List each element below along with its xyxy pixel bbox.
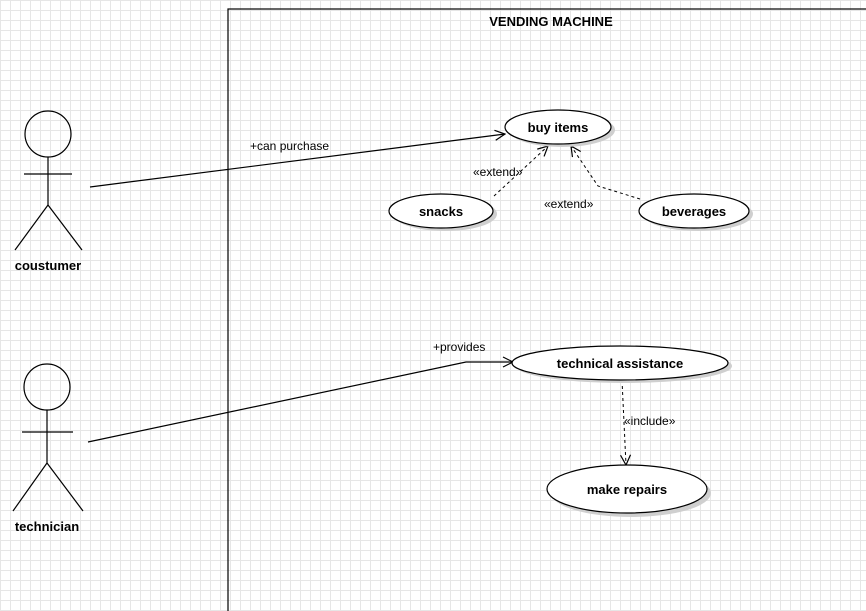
actor-customer[interactable]: coustumer [14,110,83,273]
include-repairs-arrow[interactable] [622,379,626,465]
use-case-snacks[interactable]: snacks [388,193,497,231]
actor-label: coustumer [15,258,81,273]
association-can-purchase-label: +can purchase [250,139,329,153]
use-case-label: snacks [419,204,463,219]
extend-beverages-arrow[interactable] [571,146,641,200]
use-case-ellipse [388,193,494,229]
use-case-label: make repairs [587,482,667,497]
use-case-buy-items[interactable]: buy items [504,109,615,147]
actor-left-leg [14,204,49,251]
actor-head [24,110,72,158]
association-provides-label: +provides [433,340,485,354]
actor-right-leg [47,204,83,251]
use-case-beverages[interactable]: beverages [638,193,753,231]
association-can-purchase[interactable] [89,134,505,188]
use-case-label: beverages [662,204,726,219]
system-boundary[interactable] [227,8,866,611]
actor-label: technician [15,519,79,534]
association-provides[interactable] [87,362,513,443]
actor-left-leg [12,462,48,512]
use-case-make-repairs[interactable]: make repairs [546,464,711,517]
extend-snacks-label: «extend» [473,165,523,179]
use-case-ellipse [511,345,729,381]
use-case-label: buy items [528,120,589,135]
use-case-ellipse [546,464,708,514]
actor-technician[interactable]: technician [12,363,84,534]
include-repairs-label: «include» [624,414,676,428]
extend-snacks-arrow[interactable] [493,146,548,197]
actor-head [23,363,71,411]
actor-right-leg [46,462,84,512]
extend-beverages-label: «extend» [544,197,594,211]
use-case-technical-assistance[interactable]: technical assistance [511,345,732,383]
system-title: VENDING MACHINE [489,14,613,29]
use-case-ellipse [504,109,612,145]
use-case-ellipse [638,193,750,229]
use-case-label: technical assistance [557,356,683,371]
